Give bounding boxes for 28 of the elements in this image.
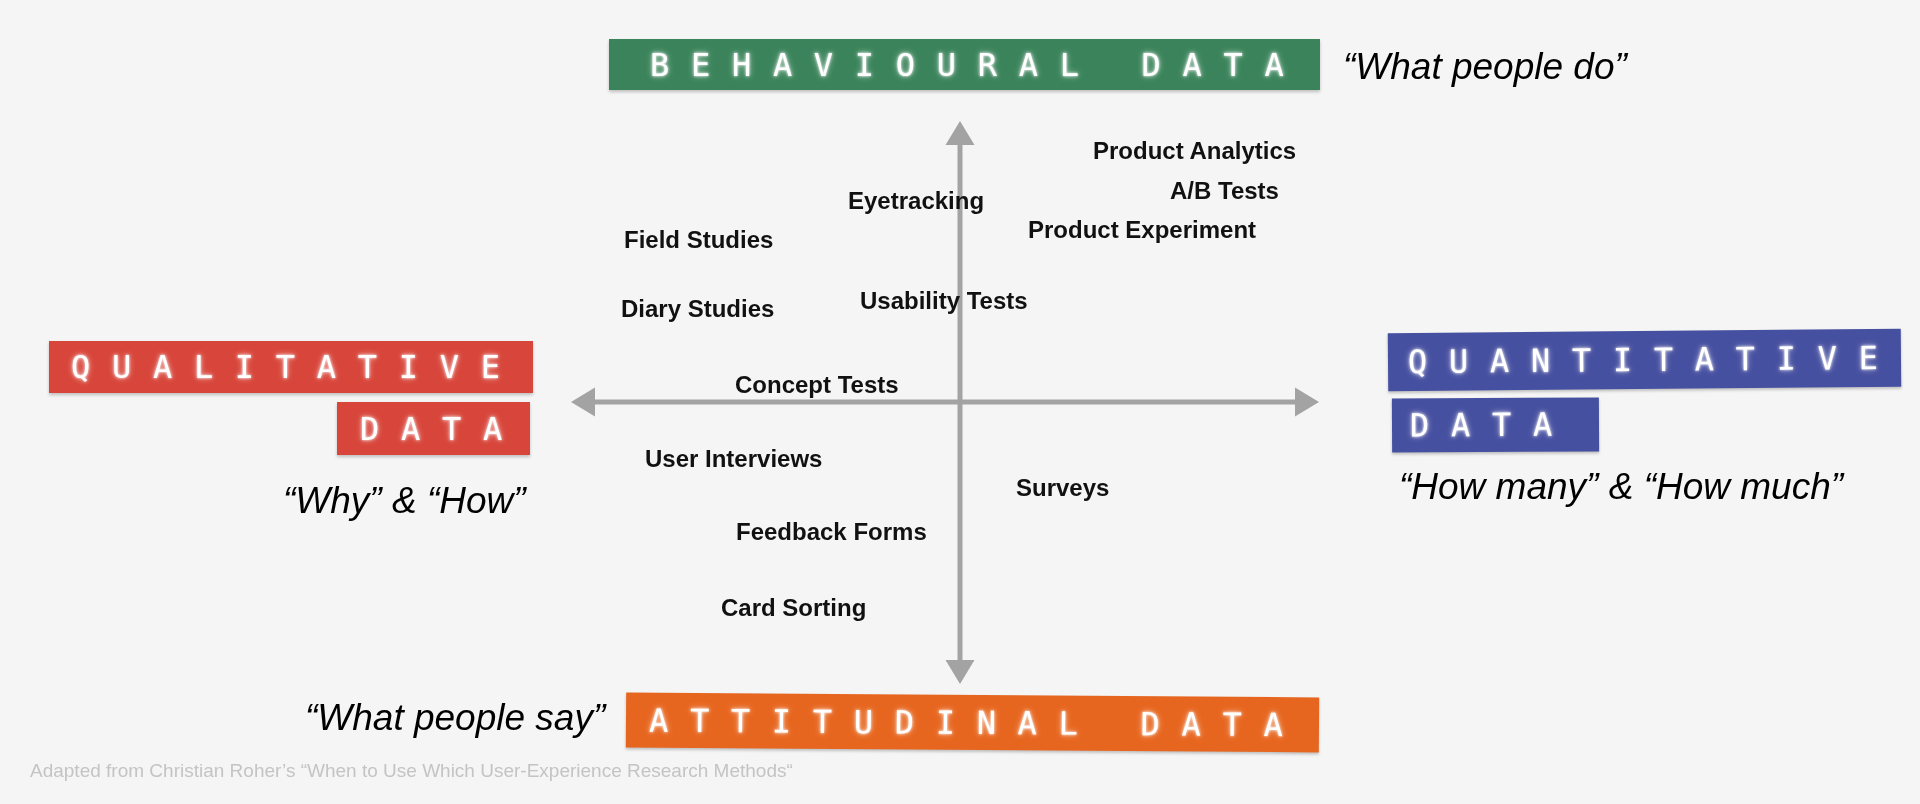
- method-label: Product Analytics: [1093, 137, 1297, 165]
- method-label: Diary Studies: [621, 295, 775, 323]
- method-label: Surveys: [1016, 474, 1110, 502]
- category-banner: [49, 341, 533, 393]
- method-label: Card Sorting: [721, 594, 867, 622]
- method-label: User Interviews: [645, 445, 823, 473]
- category-banner: [609, 39, 1320, 90]
- quote-text: “How many” & “How much”: [1399, 465, 1844, 509]
- category-label: QUALITATIVE: [71, 348, 522, 386]
- category-label: QUANTITATIVE: [1407, 338, 1900, 382]
- method-label: Product Experiment: [1028, 216, 1257, 244]
- category-label: ATTITUDINAL DATA: [648, 701, 1305, 744]
- category-label: DATA: [360, 409, 524, 448]
- category-label: DATA: [1409, 405, 1574, 445]
- method-label: Usability Tests: [860, 287, 1028, 315]
- quote-text: “What people say”: [305, 696, 606, 740]
- method-label: Concept Tests: [735, 371, 899, 399]
- method-label: Field Studies: [624, 226, 774, 254]
- method-label: Feedback Forms: [736, 518, 927, 546]
- category-banner: [1387, 328, 1902, 392]
- method-label: Eyetracking: [848, 187, 985, 215]
- category-label: BEHAVIOURAL DATA: [650, 45, 1306, 84]
- category-banner: [337, 402, 530, 455]
- category-banner: [625, 692, 1320, 753]
- category-banner: [1391, 397, 1600, 453]
- quote-text: “Why” & “How”: [283, 479, 526, 523]
- method-label: A/B Tests: [1170, 177, 1279, 205]
- quote-text: “What people do”: [1343, 45, 1627, 89]
